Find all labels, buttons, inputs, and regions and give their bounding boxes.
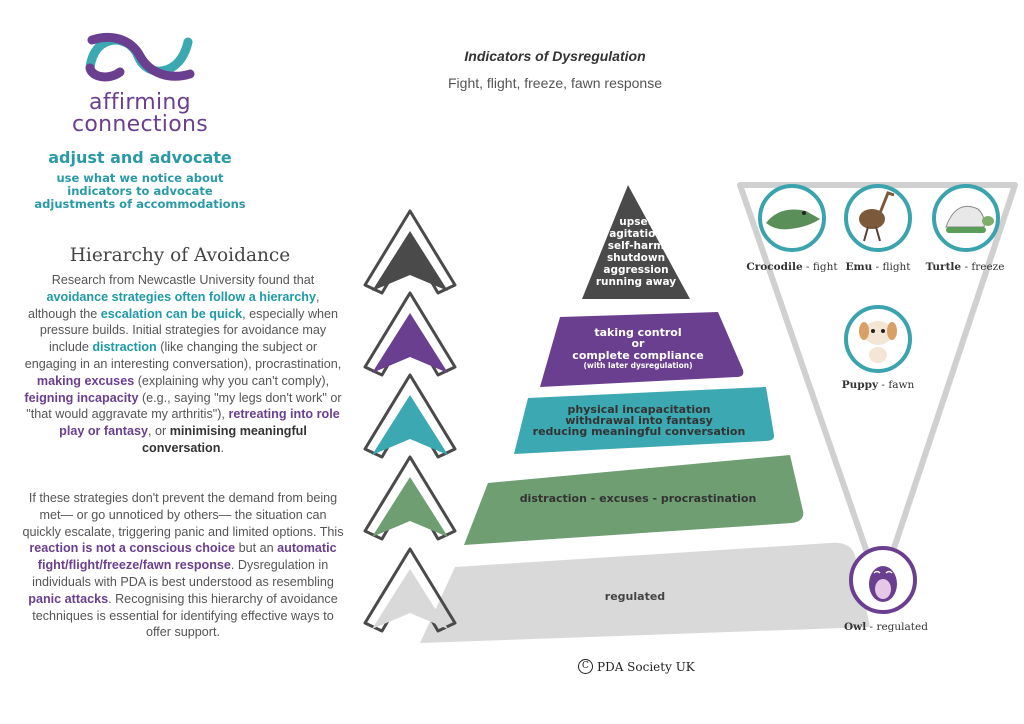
paragraph-run: automatic fight/flight/freeze/fawn respo…	[37, 541, 337, 573]
level-dysregulated-triangle	[582, 185, 690, 299]
animal-name: Turtle	[925, 261, 962, 273]
paragraph-run: , or	[148, 424, 170, 439]
animal-separator: -	[878, 379, 889, 391]
paragraph-run: making excuses	[36, 373, 135, 388]
level-distraction-label: distraction - excuses - procrastination	[520, 492, 757, 505]
hierarchy-paragraph-1: Research from Newcastle University found…	[22, 272, 344, 457]
top-line-3: self-harm	[608, 240, 664, 252]
top-line-4: shutdown	[607, 252, 665, 264]
paragraph-run: . Recognising this hierarchy of avoidanc…	[32, 591, 338, 640]
level-4-line-2: or	[632, 337, 646, 350]
paragraph-run: feigning incapacity	[24, 390, 139, 405]
level-4-line-1: taking control	[594, 326, 681, 339]
tagline-line-2: indicators to advocate	[67, 184, 213, 198]
animal-label-crocodile: Crocodile - fight	[732, 261, 852, 273]
animal-label-turtle: Turtle - freeze	[910, 261, 1020, 273]
top-line-2: agitation	[609, 228, 663, 240]
top-line-6: running away	[596, 276, 676, 288]
tagline-line-1: use what we notice about	[56, 171, 224, 185]
animal-label-owl: Owl - regulated	[826, 621, 946, 633]
paragraph-run: escalation can be quick	[100, 306, 243, 321]
chevron-teal-icon	[363, 373, 457, 459]
paragraph-run: minimising meaningful conversation	[142, 424, 307, 455]
animal-name: Puppy	[841, 379, 879, 391]
level-4-line-3: complete compliance	[572, 349, 703, 362]
animal-response: freeze	[971, 261, 1005, 273]
credit-text: PDA Society UK	[597, 659, 695, 674]
page-title: Indicators of Dysregulation	[464, 48, 646, 64]
paragraph-run: avoidance strategies often follow a hier…	[46, 289, 316, 304]
paragraph-run: , especially when pressure builds. Initi…	[39, 306, 339, 355]
paragraph-run: , although the	[27, 289, 320, 321]
animal-name: Crocodile	[746, 261, 803, 273]
animal-separator: -	[961, 261, 972, 273]
animal-name: Owl	[844, 621, 867, 633]
animal-response: fight	[812, 261, 838, 273]
animal-response: fawn	[888, 379, 915, 391]
pyramid-diagram: regulated distraction - excuses - procra…	[363, 182, 1018, 643]
animal-label-emu: Emu - flight	[818, 261, 938, 273]
animal-separator: -	[872, 261, 883, 273]
level-3-line-1: physical incapacitation	[568, 403, 711, 416]
animal-label-puppy: Puppy - fawn	[818, 379, 938, 391]
owl-icon	[849, 546, 917, 614]
chevron-purple-icon	[363, 291, 457, 377]
animal-separator: -	[802, 261, 813, 273]
paragraph-run: If these strategies don't prevent the de…	[22, 491, 344, 539]
chevron-dark-icon	[363, 209, 457, 295]
credit: C PDA Society UK	[578, 659, 708, 674]
level-regulated-band	[420, 542, 870, 643]
chevron-grey-icon	[363, 547, 457, 633]
animal-response: flight	[882, 261, 911, 273]
paragraph-run: . Dysregulation in individuals with PDA …	[32, 558, 334, 589]
paragraph-run: Research from Newcastle University found…	[51, 273, 315, 287]
paragraph-run: .	[220, 440, 224, 455]
top-line-1: upset	[619, 216, 652, 228]
logo-line-2: connections	[72, 112, 208, 137]
paragraph-run: (like changing the subject or engaging i…	[24, 340, 342, 371]
tagline-heading: adjust and advocate	[48, 148, 232, 167]
animal-separator: -	[866, 621, 877, 633]
top-line-5: aggression	[603, 264, 668, 276]
level-distraction-band	[464, 455, 804, 545]
chevron-green-icon	[363, 455, 457, 541]
level-4-line-4: (with later dysregulation)	[584, 361, 693, 370]
animal-name: Emu	[845, 261, 873, 273]
turtle-icon	[932, 184, 1000, 252]
hierarchy-title: Hierarchy of Avoidance	[69, 245, 291, 266]
paragraph-run: retreating into role play or fantasy	[59, 407, 340, 439]
puppy-icon	[844, 305, 912, 373]
level-3-line-2: withdrawal into fantasy	[565, 414, 713, 427]
level-3-line-3: reducing meaningful conversation	[533, 425, 746, 438]
paragraph-run: distraction	[92, 340, 157, 355]
paragraph-run: (explaining why you can't comply),	[134, 373, 330, 388]
page-subtitle: Fight, flight, freeze, fawn response	[448, 75, 662, 91]
crocodile-icon	[758, 184, 826, 252]
paragraph-run: (e.g., saying "my legs don't work" or "t…	[26, 390, 342, 422]
level-incapacitation-band	[514, 387, 775, 454]
emu-icon	[844, 184, 912, 252]
paragraph-run: but an	[235, 541, 278, 556]
tagline-line-3: adjustments of accommodations	[34, 197, 246, 211]
copyright-icon: C	[578, 659, 593, 674]
level-control-band	[540, 312, 744, 387]
level-regulated-label: regulated	[605, 590, 665, 603]
logo-line-1: affirming	[89, 90, 191, 115]
hierarchy-paragraph-2: If these strategies don't prevent the de…	[22, 490, 344, 641]
logo-mark-icon	[85, 32, 195, 82]
paragraph-run: panic attacks	[28, 591, 109, 606]
paragraph-run: reaction is not a conscious choice	[29, 541, 236, 556]
animal-response: regulated	[876, 621, 928, 633]
